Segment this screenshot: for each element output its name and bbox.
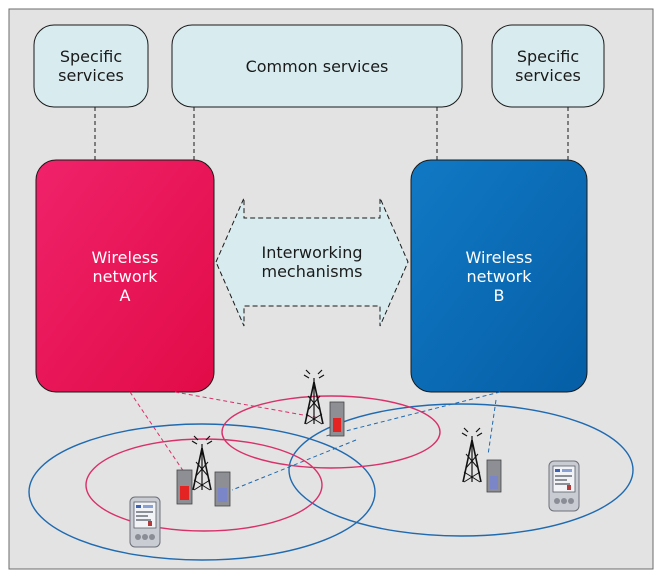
cell-a-overlap-coverage xyxy=(221,395,441,469)
base-station-icon xyxy=(486,459,502,493)
cell-a-large-coverage xyxy=(28,423,376,561)
service-connectors xyxy=(94,107,569,160)
pda-handheld-icon xyxy=(548,460,580,512)
specific-services-box-left xyxy=(33,24,149,108)
wireless-network-a-box xyxy=(35,159,215,393)
cell-a-small-coverage xyxy=(85,438,323,532)
coverage-cells xyxy=(28,395,634,561)
wireless-network-b-box xyxy=(410,159,588,393)
base-station-icon xyxy=(176,469,193,505)
pda-handheld-icon xyxy=(129,496,161,548)
cell-b-large-coverage xyxy=(288,403,634,537)
interworking-double-arrow xyxy=(215,197,409,327)
base-station-icon xyxy=(214,471,231,507)
specific-services-box-right xyxy=(491,24,605,108)
base-station-icon xyxy=(329,401,345,437)
common-services-box xyxy=(171,24,463,108)
network-links xyxy=(129,391,501,491)
